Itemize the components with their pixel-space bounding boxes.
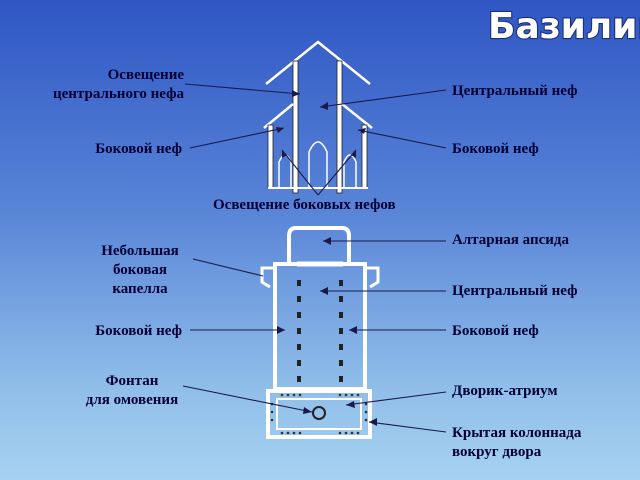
leader-colonnade [368,421,447,433]
label-central-lighting-line2: центрального нефа [52,86,184,102]
label-plan-side-nave-left: Боковой неф [95,323,182,339]
leader-central-nave [319,89,447,108]
side-roof-left [263,103,294,129]
label-apse: Алтарная апсида [452,232,569,248]
arch-center [308,141,328,188]
label-chapel-line2: боковая [112,262,168,278]
nave-wall-left [292,60,299,194]
arch-right [343,154,357,188]
leader-side-lighting-right [317,149,357,196]
leader-chapel [192,258,264,277]
label-central-lighting-line1: Освещение [107,67,184,83]
label-side-nave-left: Боковой неф [95,141,182,157]
label-chapel: Небольшая боковая капелла [82,242,198,299]
side-roof-right [341,103,373,129]
label-fountain: Фонтан для омовения [56,372,208,410]
label-colonnade: Крытая колоннада вокруг двора [452,424,581,462]
apse-outline [287,226,351,264]
label-side-nave-right: Боковой неф [452,141,539,157]
label-central-lighting: Освещение центрального нефа [53,66,184,104]
label-chapel-line1: Небольшая [101,243,179,259]
colonnade-dots [270,393,368,435]
leader-side-nave-right [357,129,447,149]
label-central-nave: Центральный неф [452,83,578,99]
atrium-outline [266,389,372,439]
label-colonnade-line2: вокруг двора [452,444,542,460]
fountain-icon [312,406,326,420]
leader-side-lighting-left [281,149,319,196]
leader-arrowheads [276,90,377,426]
central-roof-line [265,40,371,85]
label-atrium: Дворик-атриум [452,383,558,399]
nave-wall-right [336,60,343,194]
leader-atrium [345,391,447,406]
label-plan-side-nave-right: Боковой неф [452,323,539,339]
nave-columns [297,280,343,382]
outer-wall-right [361,124,368,189]
plan-drawing [260,226,380,439]
label-plan-central-nave: Центральный неф [452,283,578,299]
colonnade-inner [276,398,362,430]
label-chapel-line3: капелла [112,281,168,297]
outer-wall-left [267,124,274,189]
leader-central-lighting [184,83,301,95]
label-side-lighting: Освещение боковых нефов [213,197,396,213]
leader-lines [182,83,447,433]
chapel-left [260,266,275,289]
label-colonnade-line1: Крытая колоннада [452,425,582,441]
section-drawing [263,40,373,194]
nave-outline [273,262,367,391]
chapel-right [365,266,380,289]
leader-side-nave-left [189,127,285,149]
label-fountain-line2: для омовения [85,392,179,408]
label-fountain-line1: Фонтан [105,373,159,389]
leader-fountain [182,385,313,413]
arch-left [278,154,292,188]
slide-title: Базилика [488,6,640,47]
